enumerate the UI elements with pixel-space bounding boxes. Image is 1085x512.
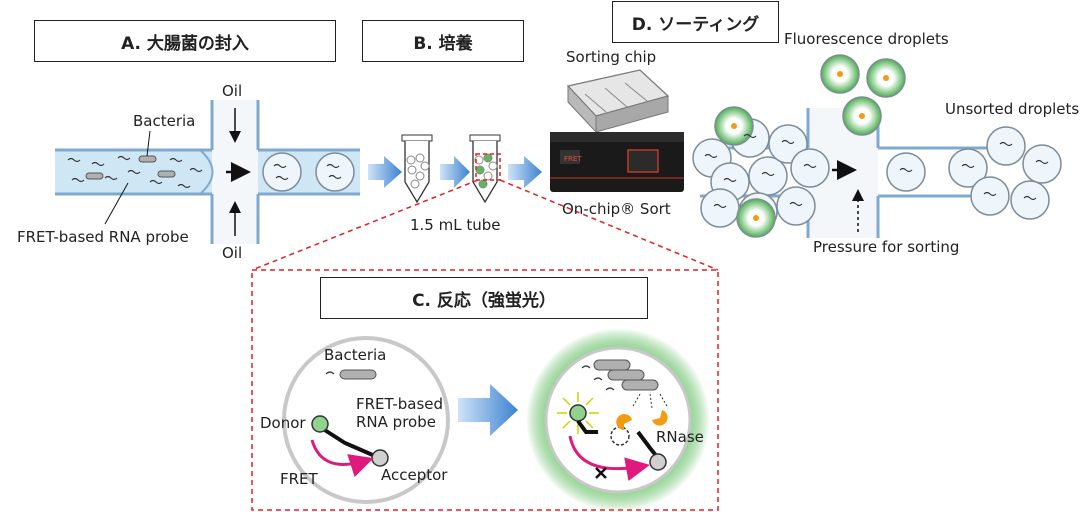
label-device: On-chip® Sort (562, 200, 671, 218)
on-chip-sort-device: FRET (550, 132, 684, 192)
section-a-label: A. 大腸菌の封入 (34, 20, 336, 62)
label-probe-c-2: RNA probe (356, 413, 436, 431)
droplet-squiggles (704, 133, 1049, 209)
section-d-label: D. ソーティング (612, 1, 779, 43)
tube-1 (401, 134, 433, 204)
before-droplet (282, 336, 450, 504)
section-b-label: B. 培養 (362, 20, 524, 62)
label-acceptor: Acceptor (381, 466, 448, 484)
label-donor: Donor (260, 414, 306, 432)
after-droplet (526, 328, 710, 512)
callout-lines (251, 179, 719, 511)
label-rnase: RNase (656, 428, 704, 446)
label-pressure: Pressure for sorting (813, 238, 960, 256)
unsorted-droplets (886, 126, 1062, 220)
device-screen-text: FRET (564, 155, 582, 163)
label-probe-c-1: FRET-based (356, 395, 444, 413)
label-fluorescence-droplets: Fluorescence droplets (784, 30, 949, 48)
section-c-label: C. 反応（強蛍光） (320, 277, 648, 319)
sorting-chip (566, 69, 670, 134)
label-bacteria-c: Bacteria (324, 346, 387, 364)
label-unsorted-droplets: Unsorted droplets (945, 100, 1080, 118)
label-sorting-chip: Sorting chip (566, 48, 657, 66)
tube-2 (469, 134, 501, 204)
label-probe-a: FRET-based RNA probe (17, 228, 189, 246)
label-tube: 1.5 mL tube (410, 216, 501, 234)
label-fret: FRET (280, 470, 318, 488)
label-oil-top: Oil (222, 82, 243, 100)
label-bacteria-a: Bacteria (133, 112, 196, 130)
fluor-markers (731, 71, 889, 221)
channel-a (55, 100, 360, 244)
reaction-arrow (458, 384, 518, 436)
label-oil-bottom: Oil (222, 244, 243, 262)
